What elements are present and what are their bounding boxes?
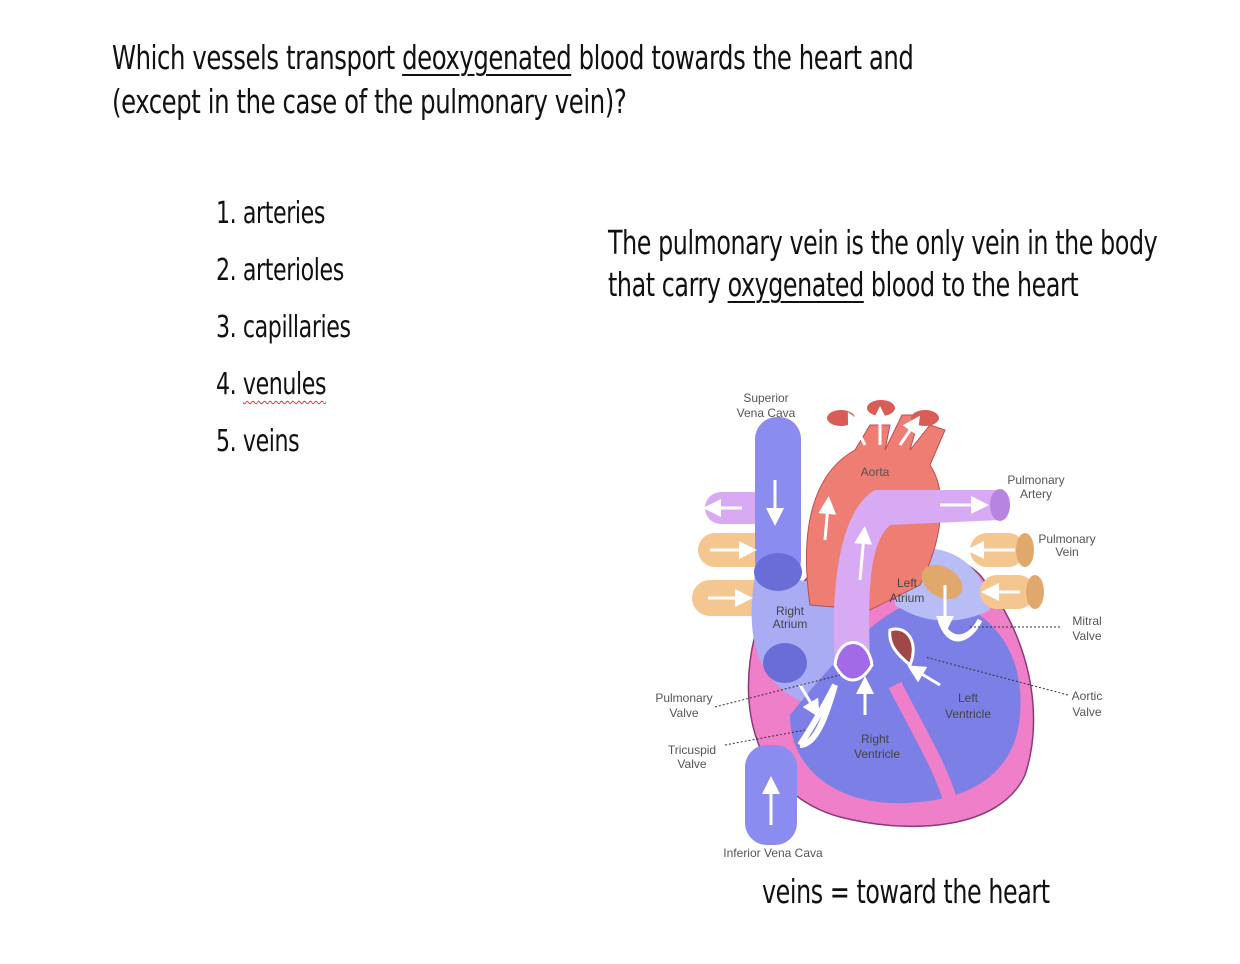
label-left-ventricle-2: Ventricle bbox=[945, 707, 991, 721]
aorta-branch-1 bbox=[827, 410, 855, 426]
aorta-branch-2 bbox=[867, 400, 895, 416]
label-mitral-valve-2: Valve bbox=[1072, 629, 1101, 643]
question-line-1-pre: Which vessels transport bbox=[112, 38, 402, 77]
note-line-2-pre: that carry bbox=[608, 265, 728, 304]
label-superior-vena-cava-2: Vena Cava bbox=[737, 406, 796, 420]
heart-diagram: Superior Vena Cava Aorta Pulmonary Arter… bbox=[640, 385, 1120, 875]
answer-choices: 1. arteries 2. arterioles 3. capillaries… bbox=[216, 196, 351, 481]
pulmonary-artery-end bbox=[990, 489, 1010, 521]
question-line-1-post: blood towards the heart and bbox=[571, 38, 913, 77]
choice-5: 5. veins bbox=[216, 424, 351, 481]
choice-4-number: 4. bbox=[216, 367, 243, 402]
ivc-opening bbox=[763, 643, 807, 683]
label-aortic-valve-1: Aortic bbox=[1072, 689, 1103, 703]
choice-2: 2. arterioles bbox=[216, 253, 351, 310]
label-pulmonary-artery-2: Artery bbox=[1020, 487, 1052, 501]
label-left-atrium-2: Atrium bbox=[890, 591, 925, 605]
label-superior-vena-cava-1: Superior bbox=[743, 391, 788, 405]
choice-4-word: venules bbox=[243, 367, 326, 402]
svc-opening bbox=[754, 553, 802, 591]
choice-1: 1. arteries bbox=[216, 196, 351, 253]
pulmonary-veins-left bbox=[970, 533, 1044, 609]
label-pulmonary-valve-1: Pulmonary bbox=[655, 691, 712, 705]
label-pulmonary-vein-1: Pulmonary bbox=[1038, 532, 1095, 546]
question-text: Which vessels transport deoxygenated blo… bbox=[112, 36, 913, 124]
label-pulmonary-valve-2: Valve bbox=[669, 706, 698, 720]
label-right-ventricle-1: Right bbox=[861, 732, 890, 746]
label-right-ventricle-2: Ventricle bbox=[854, 747, 900, 761]
label-mitral-valve-1: Mitral bbox=[1072, 614, 1101, 628]
label-aortic-valve-2: Valve bbox=[1072, 705, 1101, 719]
caption: veins = toward the heart bbox=[762, 872, 1050, 911]
note-line-1: The pulmonary vein is the only vein in t… bbox=[608, 222, 1157, 264]
label-left-ventricle-1: Left bbox=[958, 691, 979, 705]
label-right-atrium-2: Atrium bbox=[773, 617, 808, 631]
label-aorta: Aorta bbox=[861, 465, 890, 479]
note-line-2: that carry oxygenated blood to the heart bbox=[608, 264, 1157, 306]
pulmonary-valve bbox=[835, 643, 872, 681]
label-pulmonary-artery-1: Pulmonary bbox=[1007, 473, 1064, 487]
label-tricuspid-valve-1: Tricuspid bbox=[668, 743, 716, 757]
note-line-2-post: blood to the heart bbox=[864, 265, 1078, 304]
oxygenated-underlined: oxygenated bbox=[728, 265, 864, 304]
deoxygenated-underlined: deoxygenated bbox=[402, 38, 571, 77]
pulmonary-vein-note: The pulmonary vein is the only vein in t… bbox=[608, 222, 1157, 306]
label-right-atrium-1: Right bbox=[776, 604, 805, 618]
label-tricuspid-valve-2: Valve bbox=[677, 757, 706, 771]
choice-3: 3. capillaries bbox=[216, 310, 351, 367]
label-left-atrium-1: Left bbox=[897, 576, 918, 590]
choice-4: 4. venules bbox=[216, 367, 351, 424]
question-line-1: Which vessels transport deoxygenated blo… bbox=[112, 36, 913, 80]
label-pulmonary-vein-2: Vein bbox=[1055, 545, 1078, 559]
label-inferior-vena-cava: Inferior Vena Cava bbox=[723, 846, 823, 860]
question-line-2: (except in the case of the pulmonary vei… bbox=[112, 80, 913, 124]
